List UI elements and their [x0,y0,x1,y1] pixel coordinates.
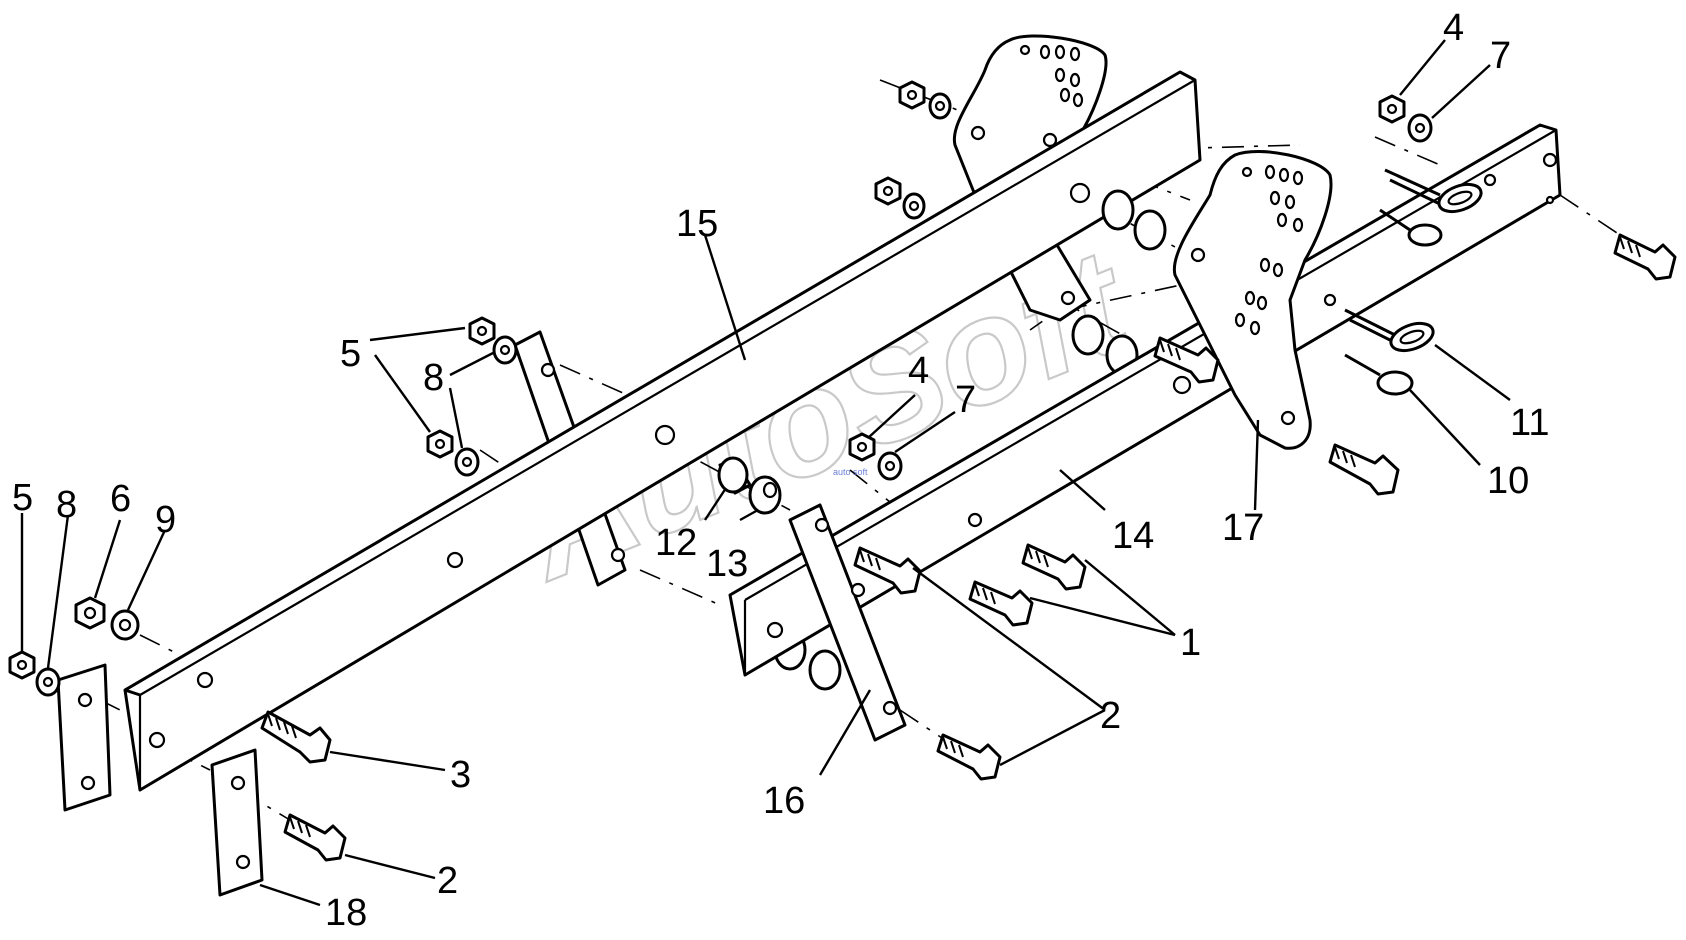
callout-12: 12 [655,522,697,564]
watermark-small-stamp: auto soft [833,467,868,477]
washer-7-center [877,451,903,481]
clip-10-lower [1344,353,1414,396]
pin-11-upper [1384,168,1483,214]
callout-14: 14 [1112,515,1154,557]
bolt-right-lower [1328,443,1400,496]
bolt-right-end [1613,233,1677,281]
clip-10-upper [1379,208,1443,247]
nut-5-upper [468,316,496,346]
upright-bracket-16 [788,503,907,742]
callout-15: 15 [676,203,718,245]
washer-7-right [1407,113,1433,143]
main-bar-upper [123,70,1202,792]
callout-2-lower: 2 [437,860,458,902]
small-plate-18 [210,748,264,897]
nut-5-lower [8,650,36,680]
callout-1: 1 [1180,622,1201,664]
callout-6: 6 [110,478,131,520]
callout-5-upper: 5 [340,333,361,375]
callout-7-center: 7 [955,379,976,421]
callout-8-lower: 8 [56,484,77,526]
bolt-3 [260,710,332,764]
callout-4-center: 4 [908,350,929,392]
washer-8-lower [35,667,61,697]
pin-11-lower [1344,308,1435,353]
washer-8-upper [492,335,518,365]
callout-8-upper: 8 [423,357,444,399]
bolt-1-b [968,580,1034,627]
callout-18: 18 [325,892,367,934]
spacers-rear-pair [773,189,1167,691]
callout-7-right: 7 [1490,35,1511,77]
callout-5-lower: 5 [12,477,33,519]
callout-11: 11 [1510,402,1549,444]
callout-10: 10 [1487,460,1529,502]
callout-13: 13 [706,543,748,585]
callout-16: 16 [763,780,805,822]
nut-washer-top-rear [898,80,952,120]
bolt-1-c [1021,543,1087,591]
washer-9 [110,609,140,641]
bolt-2-lower [283,813,347,862]
nut-6 [74,596,106,630]
side-plate-front [1172,150,1333,450]
callout-labels: 15 5 8 5 8 6 9 4 7 4 7 12 13 14 17 11 10… [12,7,1549,934]
nut-5-middle [426,429,454,459]
bolt-1-a [853,546,922,595]
callout-2-right: 2 [1100,695,1121,737]
leader-lines [20,39,1511,907]
nut-washer-mid-rear [874,176,926,220]
lower-bar [728,123,1562,677]
nut-4-right [1378,94,1406,124]
callout-9: 9 [155,499,176,541]
callout-4-right: 4 [1443,7,1464,49]
washer-8-middle [454,447,480,477]
nut-4-center [848,432,876,462]
callout-17: 17 [1222,507,1264,549]
small-plate-left [56,663,112,812]
bolt-2-right [936,733,1002,781]
bolt-rear-center [1153,336,1220,384]
spacer-13 [748,475,782,515]
callout-3: 3 [450,754,471,796]
spacer-12 [717,456,752,495]
